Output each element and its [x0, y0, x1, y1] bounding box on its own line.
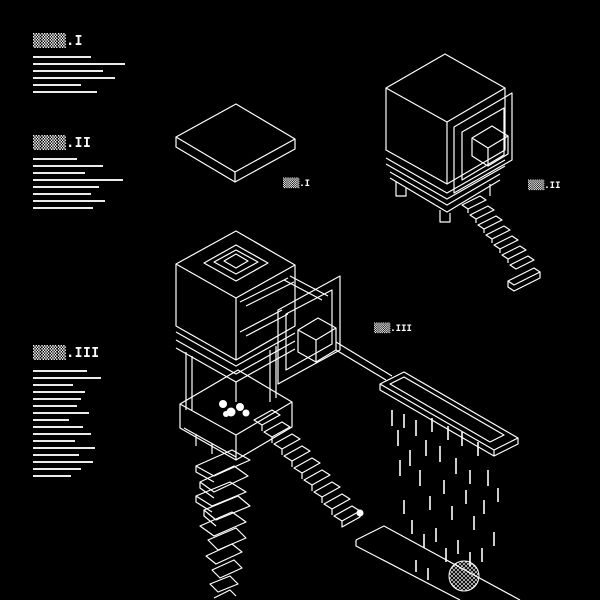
tag-object-1: ▒▒▒.I: [283, 179, 311, 189]
tower-iii: [175, 230, 296, 599]
ground-slab: [355, 525, 521, 600]
tag-object-3: ▒▒▒.III: [374, 324, 412, 334]
mesh-sphere: [448, 560, 480, 592]
text-lines-2: [33, 158, 133, 214]
section-label-2: ▒▒▒▒.II: [33, 136, 92, 151]
text-lines-3: [33, 370, 133, 482]
rain-dashes: [391, 410, 499, 580]
flat-slab: [175, 103, 296, 183]
pipes-frame: [239, 275, 519, 457]
stairs-iii: [253, 409, 361, 528]
tag-object-2: ▒▒▒.II: [528, 181, 561, 191]
text-lines-1: [33, 56, 133, 98]
stairs-ii: [461, 195, 541, 292]
section-label-1: ▒▒▒▒.I: [33, 34, 83, 49]
balls: [219, 400, 364, 517]
cube-ii: [385, 53, 513, 223]
section-label-3: ▒▒▒▒.III: [33, 346, 100, 361]
